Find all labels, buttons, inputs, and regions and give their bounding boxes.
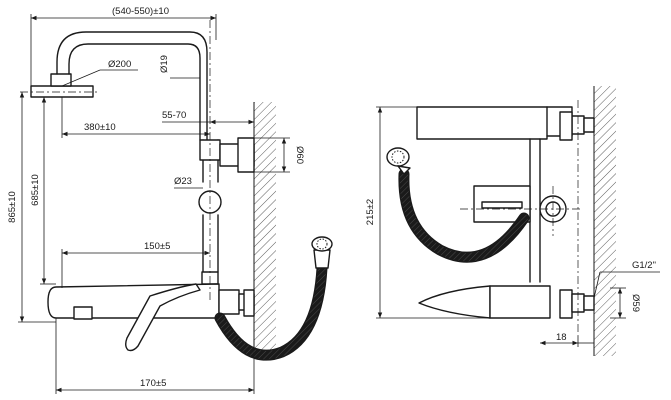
wall-bracket-plate [237,137,255,173]
label-wall-offset: 18 [556,332,567,343]
label-riser-top-diameter: Ø19 [159,55,170,73]
hand-shower-head [311,236,333,252]
side-upper-box [416,106,548,140]
wall-hatch [254,102,276,352]
label-body-height: 215±2 [365,199,376,225]
label-head-diameter: Ø200 [108,59,131,70]
label-riser-height: 685±10 [30,174,41,206]
label-total-width: (540-550)±10 [112,6,169,17]
side-lower-flange [583,295,595,311]
side-upper-flange [583,117,595,133]
wall-flange [243,289,255,317]
side-hose-pattern [399,169,529,262]
shower-arm-outer [56,31,208,141]
mixer-lever [125,283,201,352]
label-bracket-offset: 55-70 [162,110,186,121]
label-thread: G1/2" [632,260,656,271]
label-eccentric-dia: Ø59 [630,294,641,312]
leader-thread [593,271,601,299]
side-hand-shower-nozzles [391,150,405,164]
spout-aerator [73,306,93,320]
hand-shower-nozzles [316,238,328,250]
riser-pipe [202,139,219,273]
side-hand-shower-neck [397,165,411,175]
label-riser-offset: 150±5 [144,241,170,252]
front-view: (540-550)±10 Ø200 Ø19 55-70 380±10 Ø60 Ø… [7,6,333,394]
side-view: 215±2 G1/2" Ø59 18 [365,86,660,356]
label-total-height: 865±10 [7,191,18,223]
side-cartridge-band [481,201,523,209]
side-wall-hatch [594,86,616,356]
label-spout-length: 170±5 [140,378,166,389]
shower-head [30,85,94,98]
mixer-body-end [218,289,240,315]
label-riser-diameter: Ø23 [174,176,192,187]
shower-arm-inner [68,43,201,141]
side-lower-plate [559,289,573,319]
label-pipe-diameter: Ø60 [294,146,305,164]
label-head-reach: 380±10 [84,122,116,133]
side-body [529,138,541,283]
leader-head [61,69,101,87]
shower-hose-pattern [215,263,327,360]
side-spout [418,285,491,319]
side-lower-body [489,285,551,319]
hand-shower-handle [313,249,331,269]
side-upper-plate [559,111,573,141]
shower-head-connector [50,73,72,87]
